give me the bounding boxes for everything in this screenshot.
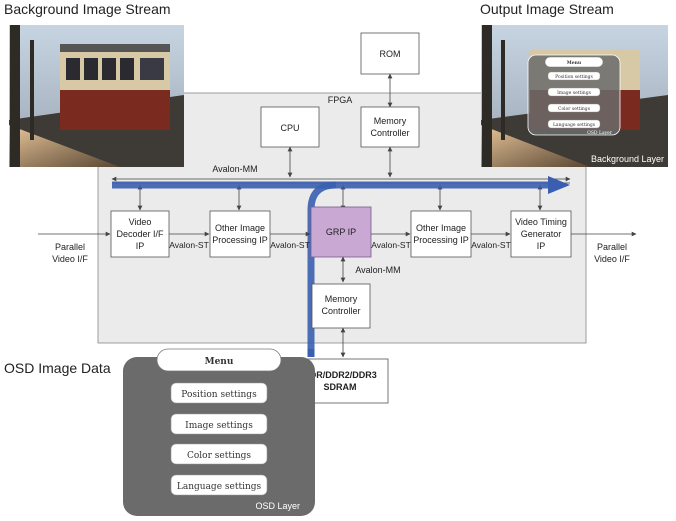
video-timing-generator-label: Video Timing — [515, 217, 567, 227]
sdram-label: SDRAM — [324, 382, 357, 392]
other-image-ip-right-label: Other Image — [416, 223, 466, 233]
avalon-st-label: Avalon-ST — [371, 240, 411, 250]
osd-menu-item-color[interactable] — [170, 443, 268, 465]
video-decoder-label: Decoder I/F — [116, 229, 164, 239]
avalon-mm-label-top: Avalon-MM — [212, 164, 257, 174]
flow-arrow-head — [548, 176, 570, 194]
output-menu-title: Menu — [567, 60, 582, 66]
other-image-ip-right-label: Processing IP — [413, 235, 469, 245]
output-menu-item: Color settings — [558, 106, 591, 112]
cpu-block — [260, 106, 320, 148]
background-stream-title: Background Image Stream — [4, 1, 171, 17]
memory-controller-bottom-block — [311, 283, 371, 329]
other-image-ip-left-label: Processing IP — [212, 235, 268, 245]
other-image-ip-left-block — [209, 210, 271, 258]
memory-controller-top-label: Controller — [370, 128, 409, 138]
video-timing-generator-block — [510, 210, 572, 258]
output-io-label: Video I/F — [594, 254, 630, 264]
osd-menu-item-image[interactable] — [170, 413, 268, 435]
osd-menu-item-position[interactable] — [170, 382, 268, 404]
osd-menu-item-language[interactable] — [170, 474, 268, 496]
output-menu-item: Position settings — [555, 74, 593, 80]
memory-controller-top-label: Memory — [374, 116, 407, 126]
output-stream-title: Output Image Stream — [480, 1, 614, 17]
background-layer-label: Background Layer — [591, 154, 664, 164]
other-image-ip-right-block — [410, 210, 472, 258]
cpu-label: CPU — [280, 123, 299, 133]
input-io-label: Parallel — [55, 242, 85, 252]
osd-menu-title: Menu — [205, 357, 234, 367]
fpga-label: FPGA — [328, 95, 353, 105]
osd-menu-item-label: Position settings — [181, 390, 257, 400]
grp-ip-label: GRP IP — [326, 227, 356, 237]
avalon-st-label: Avalon-ST — [169, 240, 209, 250]
video-decoder-label: IP — [136, 241, 145, 251]
osd-layer-label: OSD Layer — [255, 501, 300, 511]
osd-data-title: OSD Image Data — [4, 360, 111, 376]
output-osd-layer-label: OSD Layer — [587, 130, 613, 136]
osd-menu-item-label: Color settings — [187, 451, 251, 461]
output-io-label: Parallel — [597, 242, 627, 252]
sdram-label: DDR/DDR2/DDR3 — [303, 370, 377, 380]
input-io-label: Video I/F — [52, 254, 88, 264]
output-menu-item: Language settings — [553, 122, 596, 128]
osd-layer-panel: Menu Position settings Image settings Co… — [123, 348, 315, 516]
rom-label: ROM — [380, 49, 401, 59]
grp-ip-block — [310, 206, 372, 258]
memory-controller-top-block — [360, 106, 420, 148]
avalon-mm-label-grp: Avalon-MM — [355, 265, 400, 275]
video-timing-generator-label: IP — [537, 241, 546, 251]
video-decoder-label: Video — [129, 217, 152, 227]
memory-controller-bottom-label: Memory — [325, 294, 358, 304]
avalon-st-label: Avalon-ST — [270, 240, 310, 250]
osd-menu-item-label: Language settings — [177, 482, 262, 492]
osd-menu-item-label: Image settings — [185, 421, 253, 431]
background-image-photo — [9, 25, 184, 167]
output-menu-item: Image settings — [557, 90, 592, 96]
memory-controller-bottom-label: Controller — [321, 306, 360, 316]
other-image-ip-left-label: Other Image — [215, 223, 265, 233]
video-decoder-block — [110, 210, 170, 258]
video-timing-generator-label: Generator — [521, 229, 562, 239]
avalon-st-label: Avalon-ST — [471, 240, 511, 250]
output-osd-overlay: Menu Position settings Image settings Co… — [527, 54, 621, 136]
